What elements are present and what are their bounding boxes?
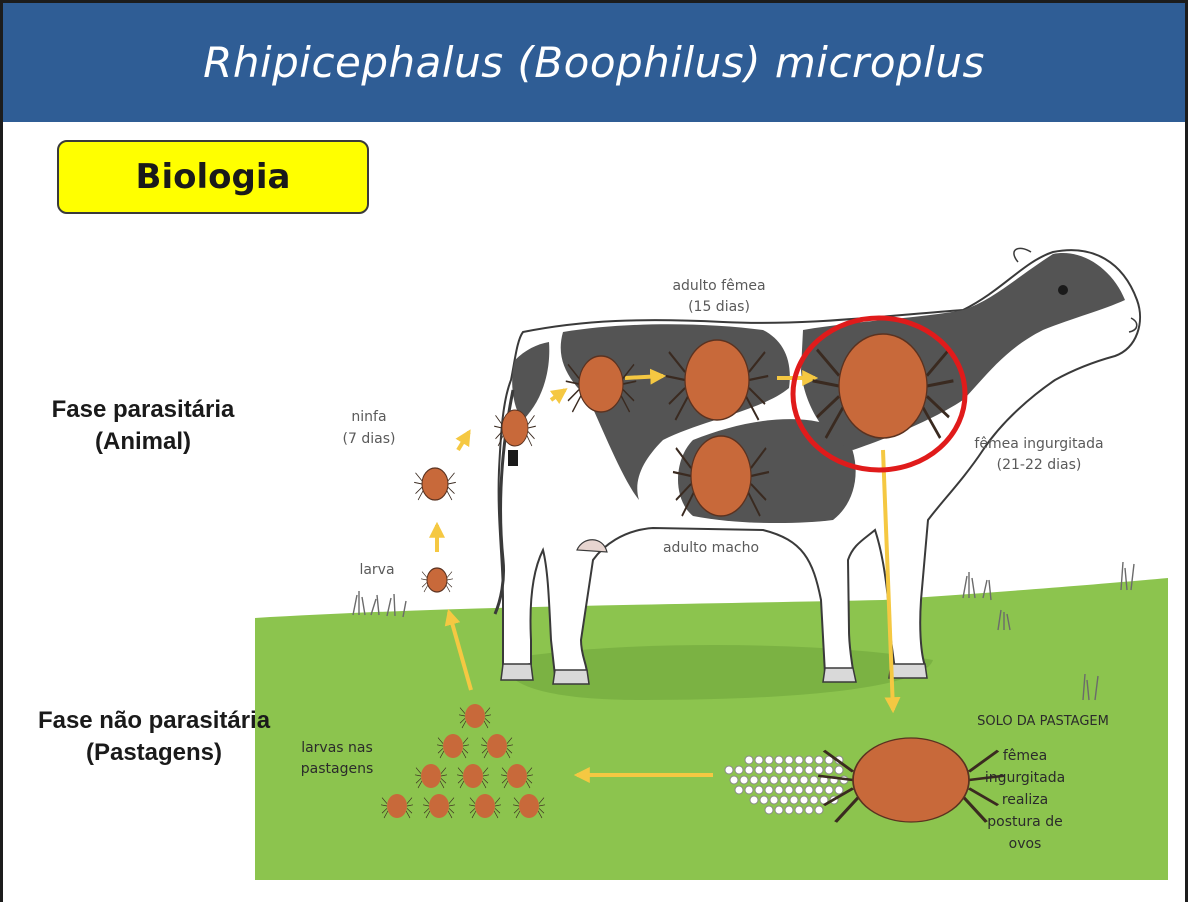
label-laying-4: postura de [987,814,1062,830]
label-engorged-days: (21-22 dias) [997,457,1082,473]
label-engorged: fêmea ingurgitada [974,436,1103,452]
label-adult-male: adulto macho [663,540,759,556]
parasitic-phase-title: Fase parasitária [23,394,263,426]
parasitic-phase-subtitle: (Animal) [23,426,263,458]
label-laying-5: ovos [1009,836,1042,852]
label-laying-2: ingurgitada [985,770,1065,786]
parasitic-phase-label: Fase parasitária (Animal) [23,394,263,458]
non-parasitic-phase-title: Fase não parasitária [9,705,299,737]
larva-tick [421,568,453,592]
label-laying-3: realiza [1002,792,1048,808]
label-adult-female-days: (15 dias) [688,299,750,315]
non-parasitic-phase-label: Fase não parasitária (Pastagens) [9,705,299,769]
label-larva: larva [359,562,394,578]
label-laying-1: fêmea [1003,748,1047,764]
label-larvae-pasture-2: pastagens [301,761,374,777]
label-larvae-pasture: larvas nas [301,740,373,756]
nymph-tick [414,468,456,500]
label-soil: SOLO DA PASTAGEM [977,714,1109,729]
pasture-ground [255,578,1168,880]
label-nymph-days: (7 dias) [343,431,396,447]
non-parasitic-phase-subtitle: (Pastagens) [9,737,299,769]
label-adult-female: adulto fêmea [672,278,765,294]
label-nymph: ninfa [351,409,386,425]
